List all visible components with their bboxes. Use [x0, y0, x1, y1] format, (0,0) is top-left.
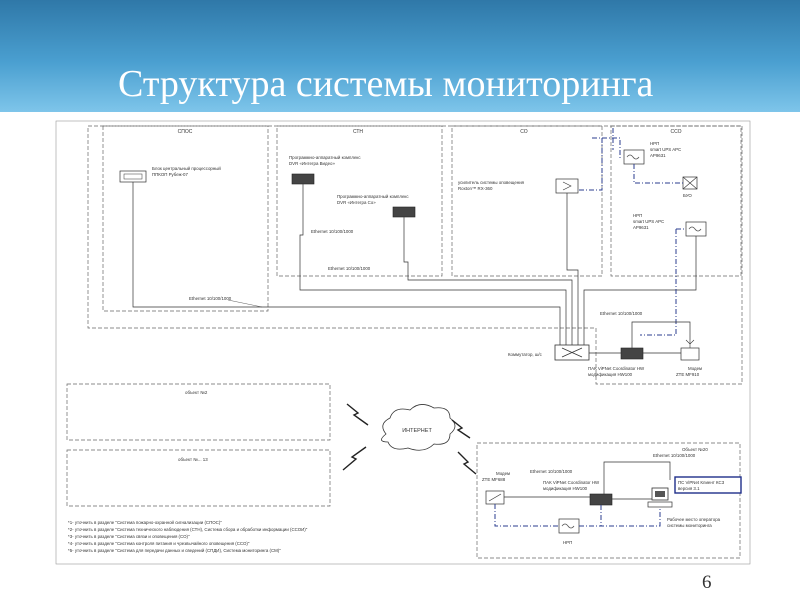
section-sth-box [276, 125, 443, 277]
footnote-4: *4- уточнить в разделе "Система контроля… [68, 541, 250, 546]
so-amplifier-label-line2: Roxton™ RX-360 [458, 186, 493, 191]
lightning-2 [342, 446, 367, 471]
b-ps-client-box [674, 476, 742, 494]
b-nrp-wave [561, 523, 575, 529]
objectN-label: объект №... 13 [178, 457, 208, 462]
sso-buo-cross [682, 176, 698, 190]
sso-nrp2-label-1: НРП [633, 213, 642, 218]
b-modem-label-line2: ZTE MF688 [482, 477, 506, 482]
pak-label-line2: модификация HW100 [588, 372, 633, 377]
spos-block-label-line2: ППКОП Рубеж-07 [152, 172, 188, 177]
sth-dvr2-label-line2: DVR «Интегра Со» [337, 200, 376, 205]
sso-line [583, 236, 697, 345]
modem-label-line2: ZTE MF910 [676, 372, 700, 377]
b-eth-link [603, 461, 671, 494]
sso-nrp2-wave [688, 226, 702, 232]
section-so-title: СО [520, 129, 528, 135]
so-amplifier-symbol [562, 181, 572, 191]
b-pak-label-line2: модификация HW100 [543, 486, 588, 491]
object2-label: объект №2 [185, 390, 208, 395]
b-modem-symbol [488, 493, 502, 502]
b-workstation-label-line1: Рабочее место оператора [667, 517, 721, 522]
sso-buo-label: БУО [683, 193, 692, 198]
internet-cloud [381, 404, 456, 451]
spos-block-inner [123, 173, 143, 180]
footnote-1: *1- уточнить в разделе "Система пожарно-… [68, 520, 222, 525]
slide-title: Структура системы мониторинга [118, 63, 654, 105]
page-number: 6 [702, 572, 712, 593]
object1-boundary [87, 125, 743, 385]
b-workstation-base [647, 501, 673, 508]
section-spos-title: СПОС [178, 129, 193, 135]
sso-nrp1-label-2: smart UPS APC [650, 147, 681, 152]
sth-dvr1-label-line2: DVR «Интегра Видео» [289, 161, 335, 166]
power-line-2 [633, 164, 683, 184]
lightning-4 [457, 451, 477, 475]
switch-label: Коммутатор, ш/с [508, 352, 543, 357]
footnote-3: *3- уточнить в разделе "Система связи и … [68, 534, 190, 539]
b-pak-label-line1: ПАК ViPNet Coordinator HW [543, 480, 600, 485]
section-so-box [451, 125, 603, 277]
sso-nrp2-label-2: smart UPS APC [633, 219, 664, 224]
object2-box [66, 383, 331, 441]
sth-dvr2-device [392, 206, 416, 218]
eth-label-1: Ethernet 10/100/1000 [189, 296, 232, 301]
slide-header [0, 0, 800, 112]
b-workstation-label-line2: системы мониторинга [667, 523, 712, 528]
lightning-3 [451, 419, 471, 439]
so-amplifier-device [555, 178, 579, 194]
footnote-5: *5- уточнить в разделе "Система для пере… [68, 548, 281, 553]
objectN-box [66, 449, 331, 507]
object20-box [476, 442, 741, 559]
power-line-3 [640, 228, 686, 336]
modem-label-line1: Модем [688, 366, 702, 371]
section-sso-title: ССО [670, 129, 681, 135]
internet-label: ИНТЕРНЕТ [402, 428, 432, 434]
eth-label-4: Ethernet 10/100/1000 [600, 311, 643, 316]
sth-dvr1-device [291, 173, 315, 185]
b-nrp-label: НРП [563, 540, 572, 545]
lightning-1 [346, 403, 369, 426]
section-spos-box [102, 125, 269, 312]
section-sth-title: СТН [353, 129, 363, 135]
switch-symbol [561, 347, 583, 358]
eth-leader-1 [227, 299, 263, 308]
b-modem-label-line1: Модем [496, 471, 510, 476]
b-pak-device [589, 493, 613, 506]
so-amplifier-label-line1: усилитель системы оповещения [458, 180, 525, 185]
footnote-2: *2- уточнить в разделе "Система техничес… [68, 527, 308, 532]
sth-dvr1-label-line1: Программно-аппаратный комплекс [289, 155, 361, 160]
sso-nrp1-wave [626, 154, 640, 160]
b-power-line-2 [579, 507, 661, 527]
spos-block-label-line1: Блок центральный процессорный [152, 166, 221, 171]
so-line [566, 193, 579, 345]
b-workstation-screen [655, 491, 665, 497]
modem-antenna [685, 339, 695, 348]
b-ps-client-line2: версия 3.1 [678, 486, 700, 491]
b-eth-label-1: Ethernet 10/100/1000 [530, 469, 573, 474]
b-eth-label-2: Ethernet 10/100/1000 [653, 453, 696, 458]
object20-label: Объект №20 [682, 447, 708, 452]
sso-nrp1-label-1: НРП [650, 141, 659, 146]
power-line-1 [578, 137, 621, 191]
modem-device [680, 347, 700, 361]
diagram-frame [55, 120, 751, 565]
sth-line2 [403, 217, 573, 345]
sso-nrp2-label-3: AP9631 [633, 225, 649, 230]
pak-label-line1: ПАК ViPNet Coordinator HW [588, 366, 645, 371]
b-ps-client-line1: ПС ViPNet Клиент КС3 [678, 480, 725, 485]
pak-device [620, 347, 644, 360]
sth-line1 [299, 184, 567, 345]
spos-line [132, 182, 561, 345]
eth-label-2: Ethernet 10/100/1000 [311, 229, 354, 234]
pak-eth-link [631, 321, 691, 348]
sso-nrp1-label-3: AP9631 [650, 153, 666, 158]
sth-dvr2-label-line1: Программно-аппаратный комплекс [337, 194, 409, 199]
eth-label-3: Ethernet 10/100/1000 [328, 266, 371, 271]
b-power-line-1 [494, 504, 559, 527]
